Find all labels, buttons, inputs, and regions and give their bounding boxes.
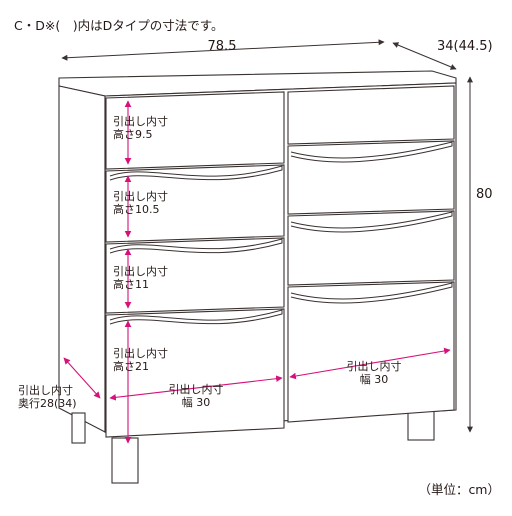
drawer-1-label-line2: 高さ9.5 bbox=[113, 127, 153, 141]
depth-dimension-label: 34(44.5) bbox=[437, 39, 493, 54]
drawer-right-1[interactable] bbox=[287, 85, 455, 145]
drawer-2-label-line2: 高さ10.5 bbox=[113, 202, 160, 216]
leg-front-left bbox=[111, 437, 139, 484]
drawer-handles bbox=[109, 141, 453, 325]
drawer-right-width-line bbox=[289, 347, 451, 380]
drawer-right-width-label-line2: 幅 30 bbox=[360, 373, 389, 386]
drawer-left-1[interactable] bbox=[105, 91, 285, 170]
width-dimension-line bbox=[61, 39, 385, 61]
drawer-left-3[interactable] bbox=[105, 237, 285, 314]
depth-dimension-line bbox=[392, 42, 457, 70]
drawer-3-label-line2: 高さ11 bbox=[113, 277, 149, 291]
drawer-depth-label-line1: 引出し内寸 bbox=[18, 383, 73, 397]
drawer-left-width-label-line1: 引出し内寸 bbox=[169, 382, 224, 396]
drawer-right-3[interactable] bbox=[287, 210, 455, 286]
unit-note: （単位：cm） bbox=[418, 482, 500, 497]
drawer-right-width-label-line1: 引出し内寸 bbox=[347, 359, 402, 373]
drawer-4-label-line2: 高さ21 bbox=[113, 359, 149, 373]
drawer-1-label-line1: 引出し内寸 bbox=[113, 114, 168, 128]
type-note: C・D※( )内はDタイプの寸法です。 bbox=[14, 18, 223, 33]
drawer-right-2[interactable] bbox=[287, 140, 455, 215]
drawer-left-4[interactable] bbox=[105, 308, 285, 438]
drawer-depth-line bbox=[63, 357, 101, 399]
drawer-left-2[interactable] bbox=[105, 164, 285, 243]
height-dimension-label: 80 bbox=[476, 187, 493, 202]
cabinet-side-panel bbox=[58, 85, 106, 433]
drawer-2-label-line1: 引出し内寸 bbox=[113, 189, 168, 203]
leg-back-left bbox=[71, 412, 86, 444]
drawer-4-label-line1: 引出し内寸 bbox=[113, 346, 168, 360]
drawer-3-label-line1: 引出し内寸 bbox=[113, 264, 168, 278]
drawer-depth-label-line2: 奥行28(34) bbox=[18, 396, 77, 410]
drawer-left-width-label-line2: 幅 30 bbox=[182, 396, 211, 409]
drawer-right-4[interactable] bbox=[287, 281, 455, 423]
drawer-left-width-line bbox=[109, 375, 283, 401]
width-dimension-label: 78.5 bbox=[208, 39, 237, 54]
